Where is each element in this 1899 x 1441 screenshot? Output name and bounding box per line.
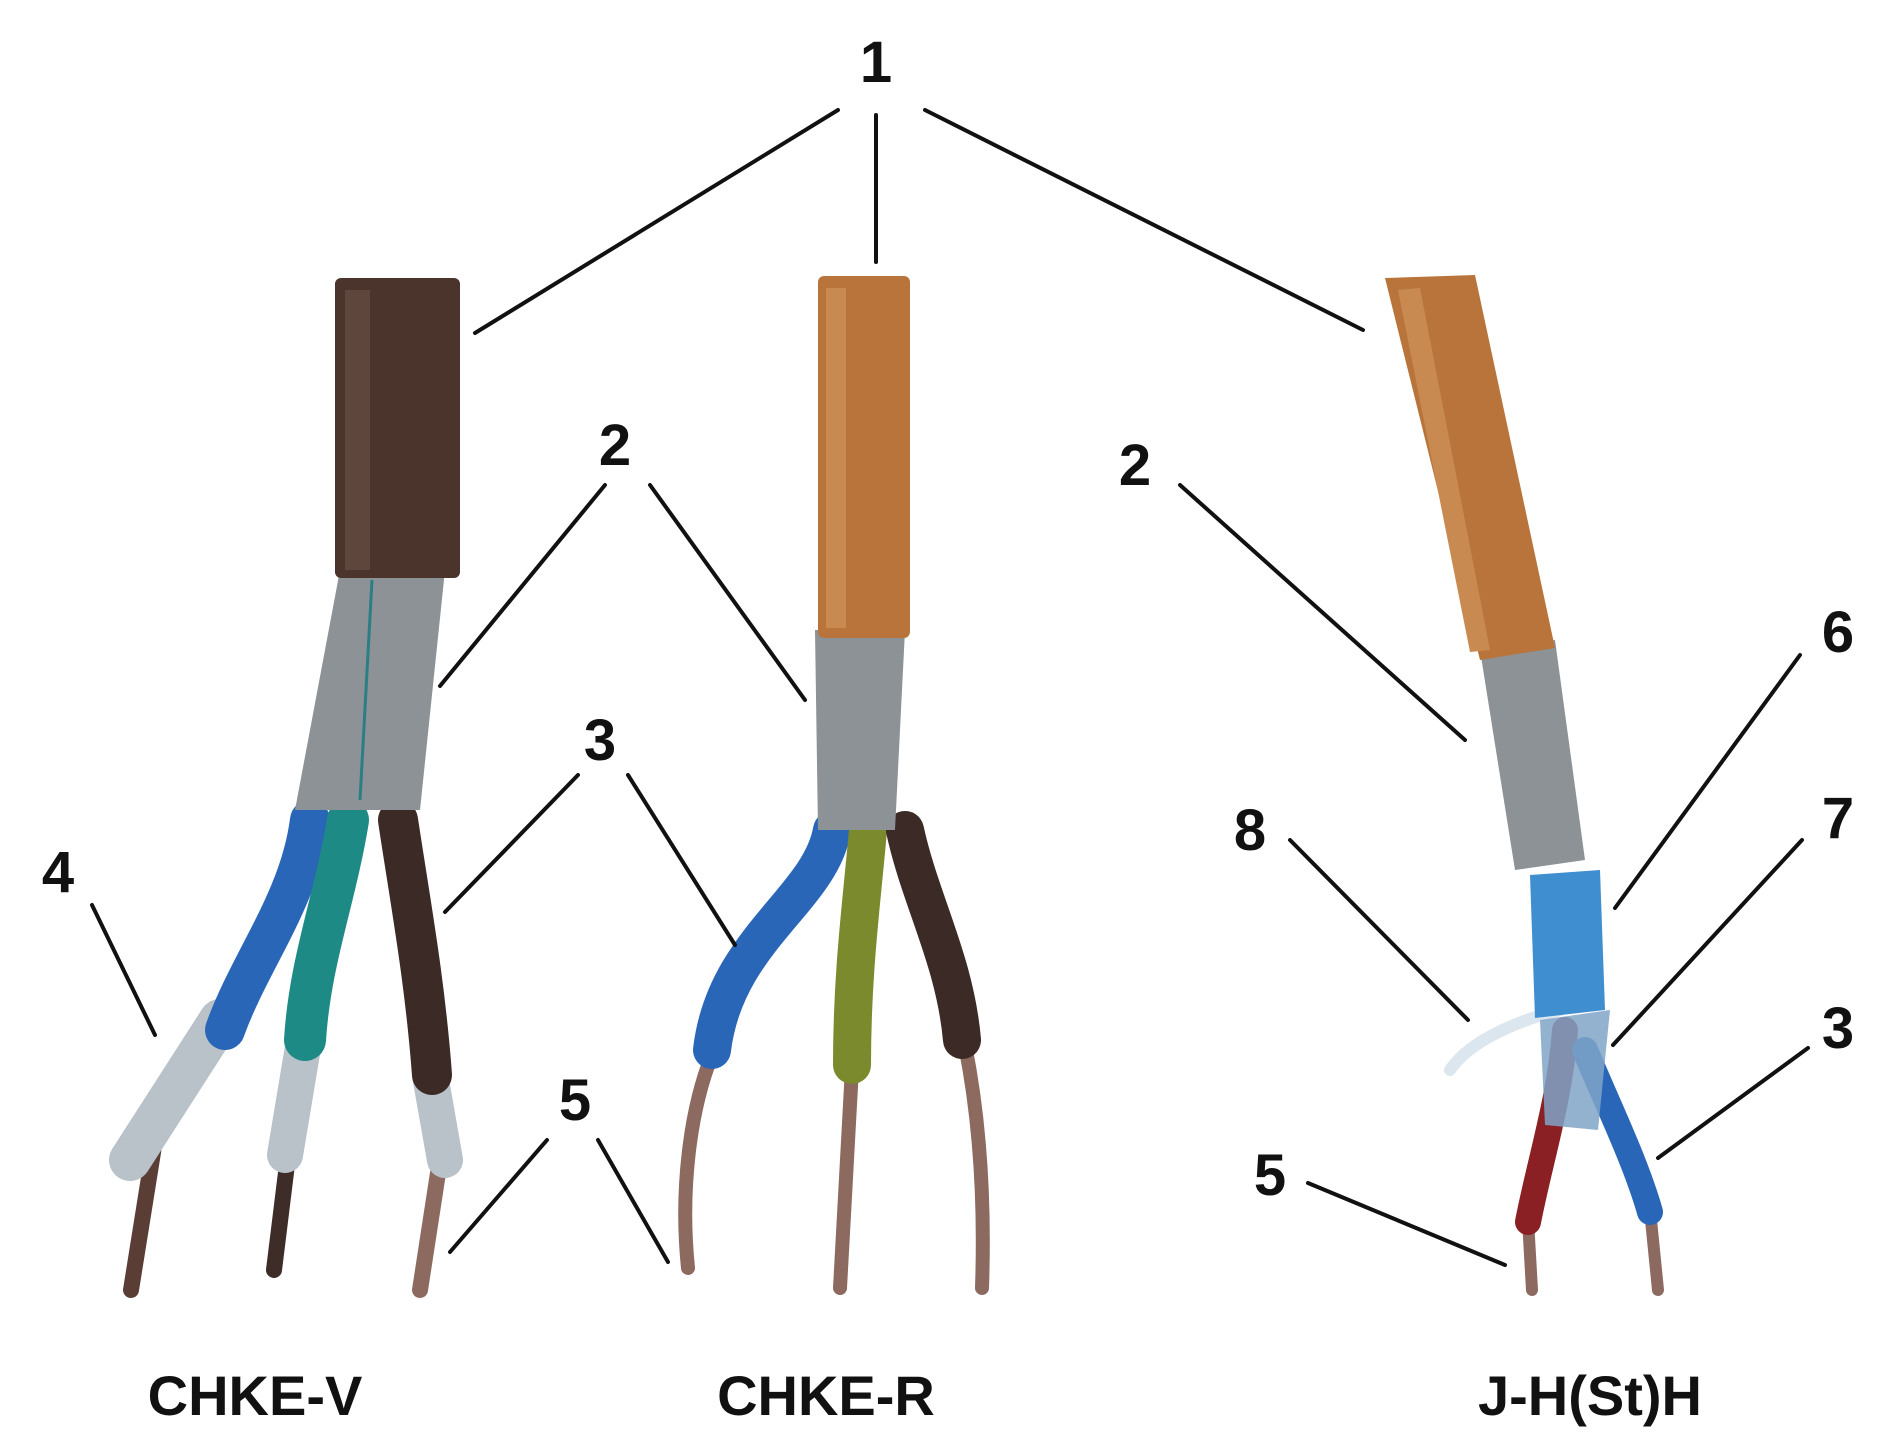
captions: CHKE-V CHKE-R J-H(St)H: [148, 1364, 1702, 1427]
conductor: [958, 1038, 990, 1295]
conductor: [412, 1152, 448, 1298]
caption-j-h-st-h: J-H(St)H: [1478, 1364, 1702, 1427]
callout-numbers: 1 2 2 3 3 4 5 5 6 7 8: [42, 30, 1854, 1208]
callout-1: 1: [860, 30, 892, 95]
callout-3-cable3: 3: [1822, 996, 1854, 1061]
core-brown: [886, 811, 981, 1059]
sheath-highlight: [345, 290, 370, 570]
callout-4: 4: [42, 840, 74, 905]
callout-6: 6: [1822, 600, 1854, 665]
core-blue: [693, 811, 851, 1069]
callout-8: 8: [1234, 798, 1266, 863]
callout-2-cable1: 2: [599, 413, 631, 478]
cable-chke-r: [678, 276, 990, 1295]
sheath-highlight: [1398, 288, 1490, 652]
cable-j-h-st-h: [1385, 275, 1664, 1296]
core-yellow-green: [833, 811, 887, 1084]
inner-sheath-seam: [358, 579, 374, 801]
foil-wrap: [109, 999, 241, 1181]
inner-sheath: [295, 570, 445, 810]
caption-chke-r: CHKE-R: [717, 1364, 935, 1427]
conductor: [678, 1048, 719, 1275]
core-teal: [284, 799, 369, 1061]
caption-chke-v: CHKE-V: [148, 1364, 363, 1427]
callout-3-cables: 3: [584, 708, 616, 773]
inner-sheath: [1480, 640, 1585, 870]
callout-5-cable3: 5: [1254, 1143, 1286, 1208]
cable-chke-v: [109, 278, 463, 1298]
callout-5-cables: 5: [559, 1068, 591, 1133]
core-blue: [205, 800, 330, 1050]
leader-lines: [90, 108, 1810, 1267]
core-brown: [378, 800, 452, 1095]
callout-7: 7: [1822, 786, 1854, 851]
callout-2-cable3: 2: [1119, 433, 1151, 498]
inner-sheath: [815, 630, 905, 830]
conductor: [833, 1061, 859, 1295]
shield-foil: [1530, 870, 1605, 1018]
pet-foil: [1540, 1010, 1610, 1130]
sheath-highlight: [826, 288, 846, 628]
